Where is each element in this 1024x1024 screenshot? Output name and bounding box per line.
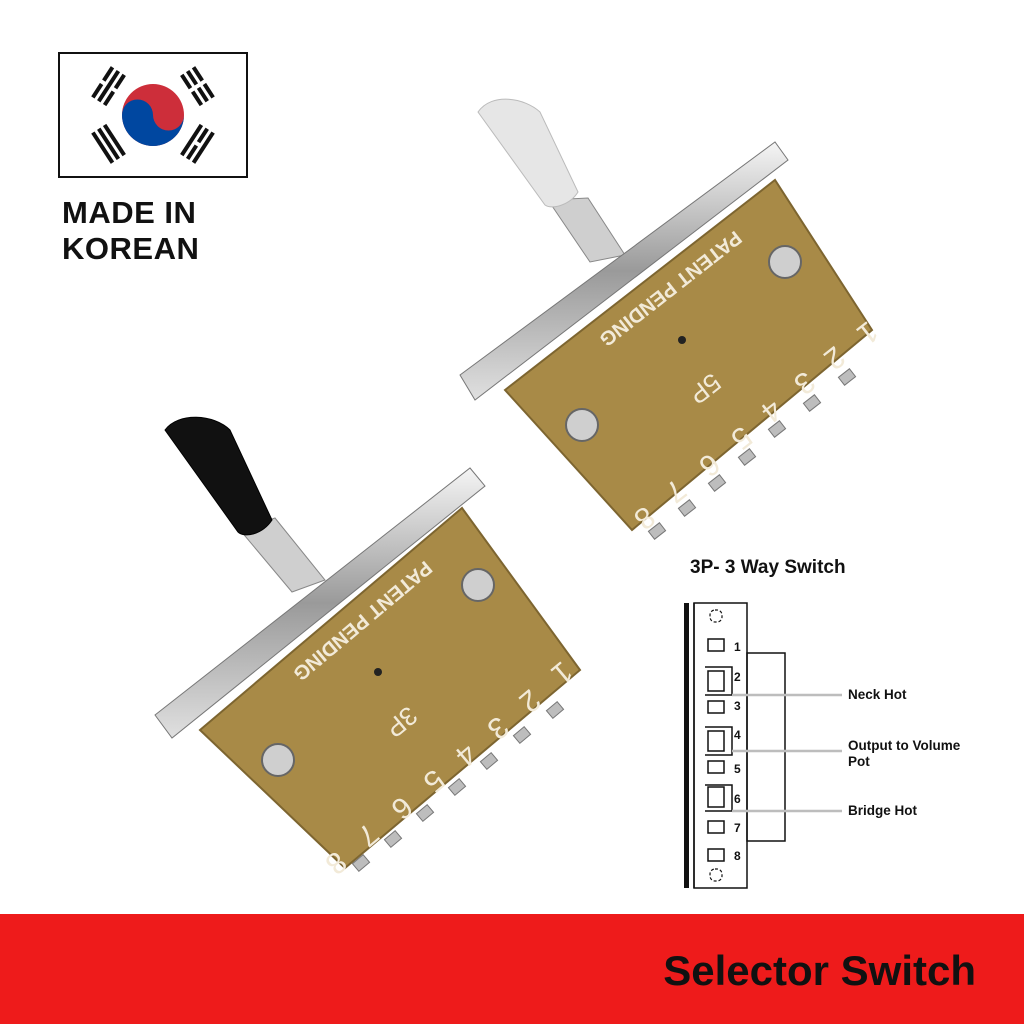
diagram-pin-label: 6 [734, 792, 741, 806]
diagram-pin-label: 1 [734, 640, 741, 654]
knob-5p-icon [477, 98, 579, 208]
screw-icon [768, 245, 802, 279]
diagram-title: 3P- 3 Way Switch [690, 557, 846, 578]
knob-3p-icon [164, 416, 273, 536]
frame-5p [459, 141, 789, 401]
switch-3p: PATENT PENDING 3P 1 2 3 4 5 6 7 8 [154, 416, 582, 881]
screw-icon [565, 408, 599, 442]
diagram-pin-label: 2 [734, 670, 741, 684]
bridge-hot-label: Bridge Hot [848, 803, 917, 818]
screw-icon [461, 568, 495, 602]
neck-hot-label: Neck Hot [848, 687, 907, 702]
lever-5p [547, 197, 626, 263]
screw-icon [261, 743, 295, 777]
diagram-pin-label: 4 [734, 728, 741, 742]
footer-title: Selector Switch [663, 947, 976, 994]
diagram-pin-label: 7 [734, 821, 741, 835]
korean-flag-icon [58, 52, 248, 178]
diagram-pin-label: 8 [734, 849, 741, 863]
wiring-diagram: 3P- 3 Way Switch [672, 555, 1002, 900]
output-label: Output to Volume Pot [848, 738, 961, 769]
diagram-pin-label: 3 [734, 699, 741, 713]
diagram-pin-label: 5 [734, 762, 741, 776]
made-in-label: MADE IN KOREAN [62, 195, 200, 266]
frame-3p [154, 467, 486, 739]
switch-5p: PATENT PENDING 5P 1 2 3 4 5 6 7 8 [459, 98, 884, 540]
footer-banner: Selector Switch [0, 914, 1024, 1024]
